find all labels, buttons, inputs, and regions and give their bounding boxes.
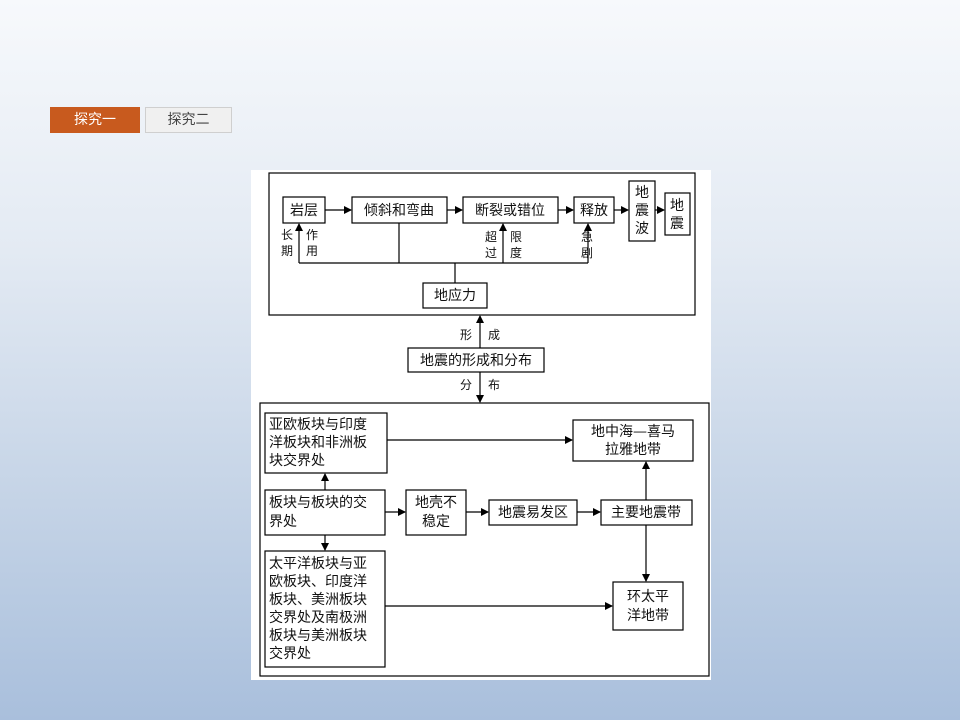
label-sudden-1: 急 <box>581 229 593 244</box>
tab-explore-one[interactable]: 探究一 <box>50 107 140 133</box>
label-wave-3: 波 <box>635 221 649 237</box>
label-boundary-2: 界处 <box>269 514 297 530</box>
label-crust-stress: 地应力 <box>434 287 476 304</box>
tab-explore-two[interactable]: 探究二 <box>145 107 232 133</box>
label-tilt: 倾斜和弯曲 <box>364 202 434 219</box>
label-act-1: 作 <box>306 228 318 242</box>
box-seismic-wave <box>628 180 656 242</box>
label-wave-1: 地 <box>635 185 649 201</box>
label-form-2: 成 <box>488 328 500 342</box>
label-eur-2: 洋板块和非洲板 <box>269 435 367 451</box>
label-pac-2: 欧板块、印度洋 <box>269 574 367 590</box>
top-frame <box>268 172 696 316</box>
box-circum-pacific <box>612 581 684 631</box>
tab-bar: 探究一 探究二 <box>50 107 232 133</box>
label-long-1: 长 <box>281 228 293 242</box>
label-pac-5: 板块与美洲板块 <box>269 628 367 644</box>
label-center: 地震的形成和分布 <box>420 353 532 369</box>
box-pacific-etc <box>264 550 386 668</box>
label-eur-1: 亚欧板块与印度 <box>269 417 367 433</box>
diagram-paper: 岩层 倾斜和弯曲 断裂或错位 释放 地 震 波 地 震 地应力 长 期 作 用 … <box>251 170 711 680</box>
box-center <box>407 347 545 373</box>
label-limit-2: 度 <box>510 245 522 260</box>
label-pac-1: 太平洋板块与亚 <box>269 556 367 572</box>
label-form-1: 形 <box>460 328 472 342</box>
label-rock: 岩层 <box>290 203 318 219</box>
label-quake-1: 地 <box>670 198 684 214</box>
label-pac-4: 交界处及南极洲 <box>269 609 367 626</box>
label-circum-2: 洋地带 <box>627 608 669 624</box>
bottom-frame <box>259 402 710 677</box>
label-unstable-1: 地壳不 <box>415 494 457 511</box>
label-exceed-2: 过 <box>485 246 497 260</box>
label-boundary-1: 板块与板块的交 <box>269 494 367 511</box>
label-long-2: 期 <box>281 244 293 258</box>
label-fault: 断裂或错位 <box>475 203 545 219</box>
label-dist-1: 分 <box>460 378 472 392</box>
label-release: 释放 <box>580 203 608 219</box>
label-eur-3: 块交界处 <box>269 452 325 469</box>
label-pac-6: 交界处 <box>269 645 311 662</box>
earthquake-flow-diagram: 岩层 倾斜和弯曲 断裂或错位 释放 地 震 波 地 震 地应力 长 期 作 用 … <box>259 172 710 677</box>
label-unstable-2: 稳定 <box>422 514 450 530</box>
label-prone-area: 地震易发区 <box>498 505 568 521</box>
label-wave-2: 震 <box>635 203 649 219</box>
label-act-2: 用 <box>306 244 318 258</box>
label-med-2: 拉雅地带 <box>605 442 661 458</box>
label-sudden-2: 剧 <box>581 246 593 260</box>
box-mediterranean <box>572 419 694 462</box>
label-dist-2: 布 <box>488 378 500 392</box>
box-earthquake <box>664 192 691 236</box>
label-circum-1: 环太平 <box>627 589 669 605</box>
label-quake-2: 震 <box>670 216 684 232</box>
label-med-1: 地中海—喜马 <box>591 424 675 440</box>
label-main-belt: 主要地震带 <box>611 505 681 521</box>
label-limit-1: 限 <box>510 230 522 244</box>
label-exceed-1: 超 <box>485 229 497 244</box>
label-pac-3: 板块、美洲板块 <box>269 592 367 608</box>
